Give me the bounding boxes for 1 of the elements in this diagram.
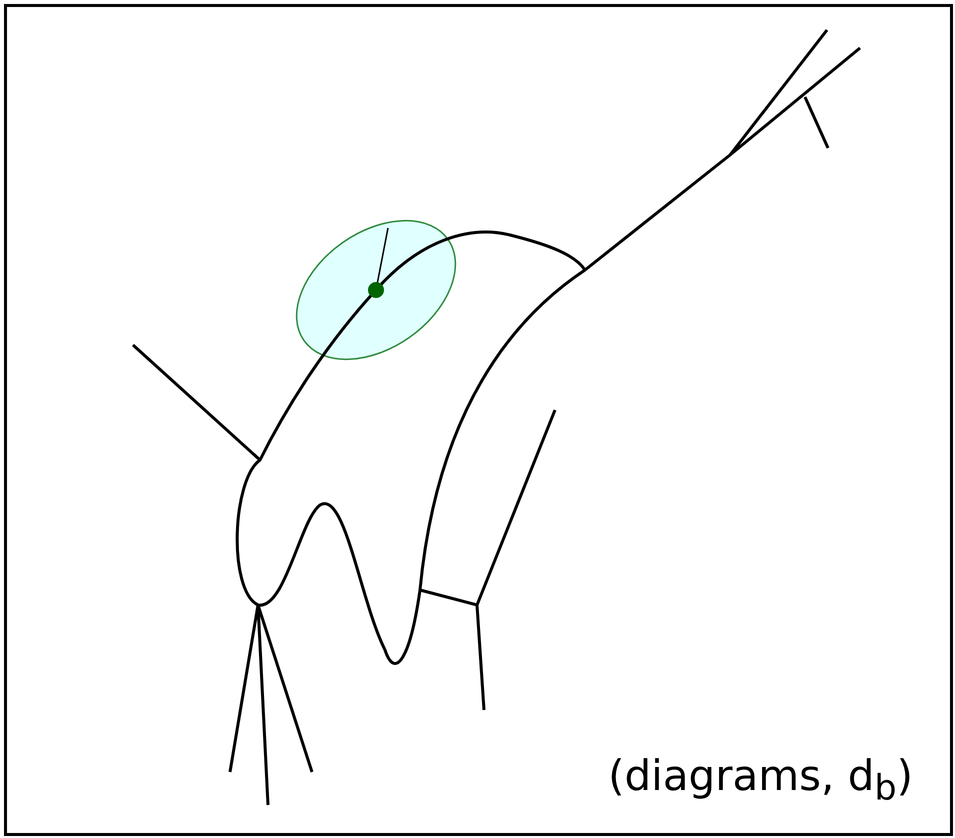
caption-text: (diagrams, d$_{b}$) bbox=[608, 750, 913, 808]
